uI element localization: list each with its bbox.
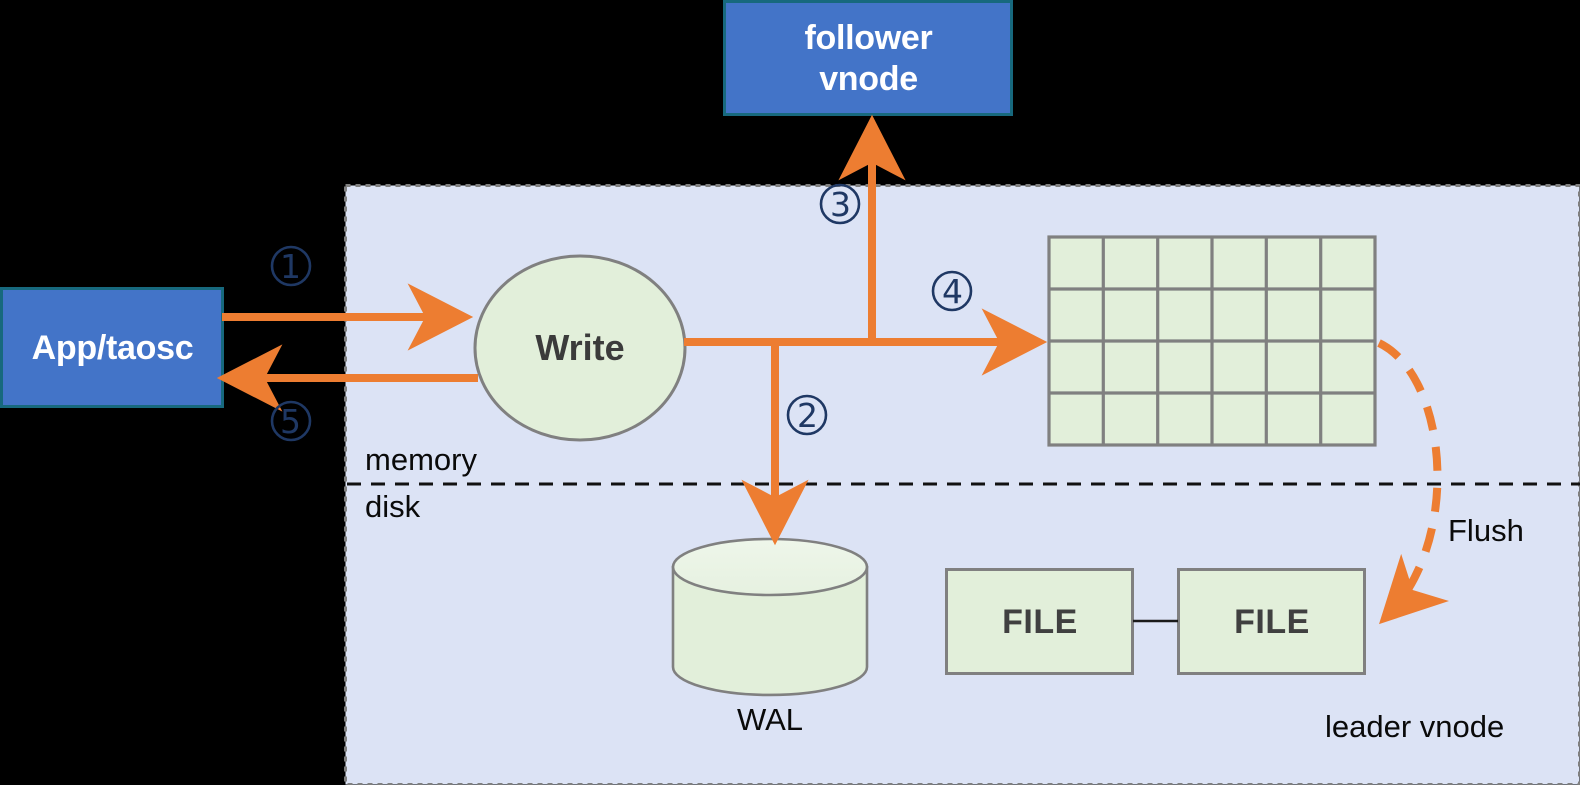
write-ellipse bbox=[473, 254, 687, 442]
app-taosc-box bbox=[0, 287, 224, 408]
memtable-grid bbox=[1047, 235, 1377, 447]
file-box-right bbox=[1177, 568, 1366, 675]
follower-vnode-box bbox=[723, 0, 1013, 116]
edge-flush-memtable-to-file bbox=[1377, 339, 1449, 625]
wal-cylinder bbox=[671, 537, 869, 697]
step-marker-rings bbox=[270, 183, 973, 442]
file-box-left bbox=[945, 568, 1134, 675]
